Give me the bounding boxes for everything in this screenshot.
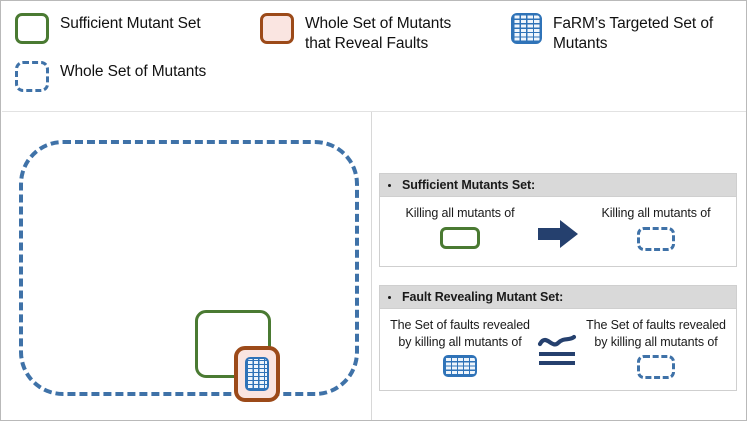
sufficient-mutant-set-region xyxy=(195,310,271,378)
legend-label: FaRM’s Targeted Set of Mutants xyxy=(553,15,714,52)
green-solid-rect-icon xyxy=(440,226,480,249)
blue-dashed-rect-icon xyxy=(637,226,675,251)
panel-header: Fault Revealing Mutant Set: xyxy=(380,286,736,309)
panel-right-side: Killing all mutants of xyxy=(581,197,731,251)
green-solid-rect-icon xyxy=(15,13,49,44)
panel-left-side: Killing all mutants of xyxy=(385,197,535,249)
panel-title: Fault Revealing Mutant Set: xyxy=(402,290,564,304)
panel-title: Sufficient Mutants Set: xyxy=(402,178,536,192)
legend-item-farm-targeted-set: FaRM’s Targeted Set of Mutants xyxy=(511,13,741,54)
panel-left-shape-wrap xyxy=(385,355,535,377)
panel-left-side: The Set of faults revealed by killing al… xyxy=(385,309,535,377)
legend: Sufficient Mutant Set Whole Set of Mutan… xyxy=(1,1,746,111)
legend-label: Sufficient Mutant Set xyxy=(60,15,201,32)
legend-item-sufficient-mutant-set: Sufficient Mutant Set xyxy=(15,13,201,44)
blue-hatched-rect-icon xyxy=(511,13,542,44)
panel-left-text: Killing all mutants of xyxy=(405,206,515,220)
set-diagram xyxy=(2,112,371,420)
panel-left-text: The Set of faults revealed by killing al… xyxy=(390,318,530,349)
panel-right-shape-wrap xyxy=(581,355,731,379)
legend-label: Whole Set of Mutants that Reveal Faults xyxy=(305,15,452,52)
panel-right-shape-wrap xyxy=(581,226,731,251)
legend-divider xyxy=(2,111,746,112)
panel-right-side: The Set of faults revealed by killing al… xyxy=(581,309,731,379)
implies-arrow-icon xyxy=(535,217,581,251)
panel-sufficient-mutants-set: Sufficient Mutants Set: Killing all muta… xyxy=(379,173,737,267)
panel-header: Sufficient Mutants Set: xyxy=(380,174,736,197)
panel-left-shape-wrap xyxy=(385,226,535,249)
panel-right-text: Killing all mutants of xyxy=(601,206,711,220)
blue-hatched-rect-icon xyxy=(443,355,477,377)
panel-body: Killing all mutants of Killing all mutan… xyxy=(380,197,736,266)
congruent-approx-icon xyxy=(535,331,581,371)
brown-filled-rect-icon xyxy=(260,13,294,44)
legend-item-whole-set-of-mutants: Whole Set of Mutants xyxy=(15,61,206,92)
legend-label: Whole Set of Mutants xyxy=(60,63,207,80)
vertical-divider xyxy=(371,112,372,420)
blue-dashed-rect-icon xyxy=(637,355,675,379)
farm-targeted-set-region xyxy=(245,357,269,391)
blue-dashed-rect-icon xyxy=(15,61,49,92)
legend-item-whole-set-reveal-faults: Whole Set of Mutants that Reveal Faults xyxy=(260,13,475,54)
panel-fault-revealing-mutant-set: Fault Revealing Mutant Set: The Set of f… xyxy=(379,285,737,391)
panel-body: The Set of faults revealed by killing al… xyxy=(380,309,736,390)
bullet-icon xyxy=(388,183,391,187)
bullet-icon xyxy=(388,295,391,299)
whole-set-of-mutants-region xyxy=(19,140,359,396)
panel-right-text: The Set of faults revealed by killing al… xyxy=(586,318,726,349)
